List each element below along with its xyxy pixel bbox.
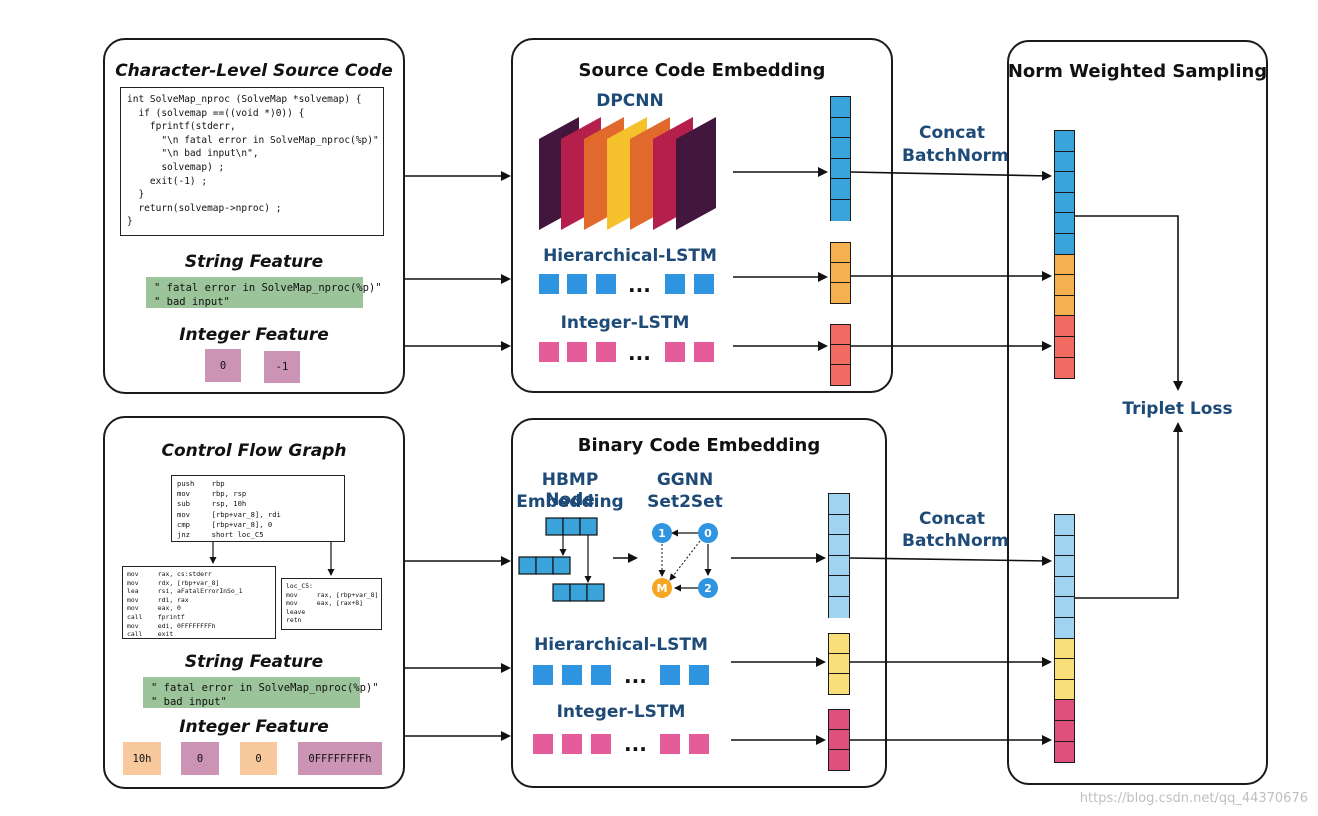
lstm-cell [591,734,611,754]
lstm-cell [567,274,587,294]
flow-arrows [405,167,1183,745]
lstm-cell [665,274,685,294]
source-concat-label: Concat [919,123,985,143]
source-integer-feature-title: Integer Feature [179,325,329,345]
source-code-title: Character-Level Source Code [115,61,393,81]
binary-int-ellipsis: ... [624,732,647,756]
hbmp-label-line2: Embedding [516,492,624,512]
cfg-title: Control Flow Graph [161,441,347,461]
source-hier-ellipsis: ... [628,273,651,297]
source-embedding-title: Source Code Embedding [578,60,826,81]
binary-int-lstm-label: Integer-LSTM [556,702,686,722]
binary-integer-2: 0 [240,742,277,775]
hbmp-blocks [518,517,605,602]
watermark: https://blog.csdn.net/qq_44370676 [1079,791,1308,806]
lstm-cell [665,342,685,362]
cfg-right-block: loc_C5: mov rax, [rbp+var_8] mov eax, [r… [281,578,382,630]
sampling-title: Norm Weighted Sampling [1007,61,1268,82]
graph-node-2: 2 [704,582,712,595]
lstm-cell [591,665,611,685]
binary-int-vector [828,709,850,771]
lstm-cell [694,342,714,362]
binary-string-feature-title: String Feature [184,652,324,672]
source-int-ellipsis: ... [628,341,651,365]
lstm-cell [533,665,553,685]
binary-ggnn-vector [828,493,850,618]
binary-integer-1: 0 [181,742,219,775]
cfg-top-block: push rbp mov rbp, rsp sub rsp, 10h mov [… [171,475,345,542]
source-integer-0: 0 [205,349,241,382]
lstm-cell [689,665,709,685]
lstm-cell [539,342,559,362]
lstm-cell [539,274,559,294]
triplet-loss-label: Triplet Loss [1122,399,1233,419]
binary-integer-feature-title: Integer Feature [179,717,329,737]
source-string-feature-title: String Feature [184,252,324,272]
source-batchnorm-label: BatchNorm [902,146,1009,166]
binary-hier-lstm-label: Hierarchical-LSTM [534,635,708,655]
source-int-lstm-label: Integer-LSTM [560,313,690,333]
source-hier-lstm-label: Hierarchical-LSTM [543,246,717,266]
binary-batchnorm-label: BatchNorm [902,531,1009,551]
source-code-box: int SolveMap_nproc (SolveMap *solvemap) … [120,87,384,236]
graph-node-1: 1 [658,527,666,540]
cfg-arrows [209,542,335,576]
source-integer-1: -1 [264,351,300,383]
binary-embedding-title: Binary Code Embedding [577,435,821,456]
lstm-cell [567,342,587,362]
cfg-left-block: mov rax, cs:stderr mov rdx, [rbp+var_8] … [122,566,276,639]
lstm-cell [562,665,582,685]
ggnn-label-line2: Set2Set [647,492,723,512]
lstm-cell [596,274,616,294]
binary-string-feature-box: " fatal error in SolveMap_nproc(%p)" " b… [143,677,379,708]
lstm-cell [660,734,680,754]
lstm-cell [660,665,680,685]
binary-integer-3: 0FFFFFFFFh [298,742,382,775]
source-int-vector [830,324,851,386]
feature-map [676,117,716,230]
binary-hier-ellipsis: ... [624,664,647,688]
binary-hier-vector [828,633,850,695]
binary-integer-0: 10h [123,742,161,775]
lstm-cell [689,734,709,754]
source-string-feature-box: " fatal error in SolveMap_nproc(%p)" " b… [146,277,382,308]
graph-node-0: 0 [704,527,712,540]
binary-embedding-panel [511,418,887,788]
binary-concat-vector [1054,514,1075,763]
binary-concat-label: Concat [919,509,985,529]
ggnn-graph: 1 0 M 2 [652,523,718,598]
lstm-cell [533,734,553,754]
source-dpcnn-vector [830,96,851,221]
ggnn-label-line1: GGNN [656,470,714,490]
dpcnn-feature-maps [539,117,716,230]
lstm-cell [694,274,714,294]
lstm-cell [596,342,616,362]
lstm-cell [562,734,582,754]
source-hier-vector [830,242,851,304]
source-concat-vector [1054,130,1075,379]
dpcnn-label: DPCNN [596,91,664,111]
hbmp-label-line1: HBMP Node [541,470,599,510]
graph-node-m: M [657,582,668,595]
